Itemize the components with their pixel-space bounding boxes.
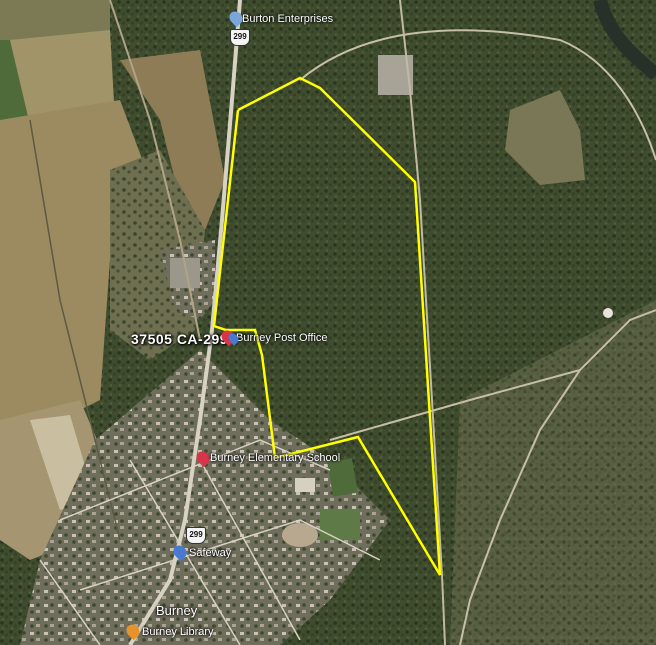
road-east-dirt (299, 29, 656, 161)
river (593, 0, 656, 81)
town-street-2 (79, 519, 381, 591)
label-safeway[interactable]: Safeway (189, 547, 232, 559)
label-library[interactable]: Burney Library (142, 626, 214, 638)
ball-field (320, 510, 360, 540)
property-boundary[interactable] (212, 76, 442, 576)
label-town-burney: Burney (156, 603, 198, 618)
road-west-boundary (29, 119, 121, 541)
sports-field (327, 458, 358, 497)
label-burton-enterprises[interactable]: Burton Enterprises (242, 13, 334, 25)
forest-clearing (505, 90, 585, 185)
town-street-1 (59, 439, 331, 521)
highway-299 (128, 0, 242, 645)
highway-299-shield: 299 (230, 29, 250, 46)
town-area (20, 350, 390, 645)
athletic-track (282, 523, 318, 547)
town-street-3 (199, 459, 301, 641)
label-elementary-school[interactable]: Burney Elementary School (210, 452, 341, 464)
road-north-south (399, 0, 446, 645)
highway-299-shield-south: 299 (186, 527, 206, 544)
forest-southeast (450, 300, 656, 645)
road-west-rail (109, 0, 201, 341)
label-post-office[interactable]: Burney Post Office (236, 332, 328, 344)
school-building (295, 478, 315, 492)
label-address[interactable]: 37505 CA-299 (131, 331, 229, 347)
town-street-5 (39, 559, 101, 645)
water-tank (603, 308, 613, 318)
field-brown (120, 50, 225, 230)
road-southeast (459, 369, 581, 645)
field-circle-pivot (10, 30, 115, 125)
